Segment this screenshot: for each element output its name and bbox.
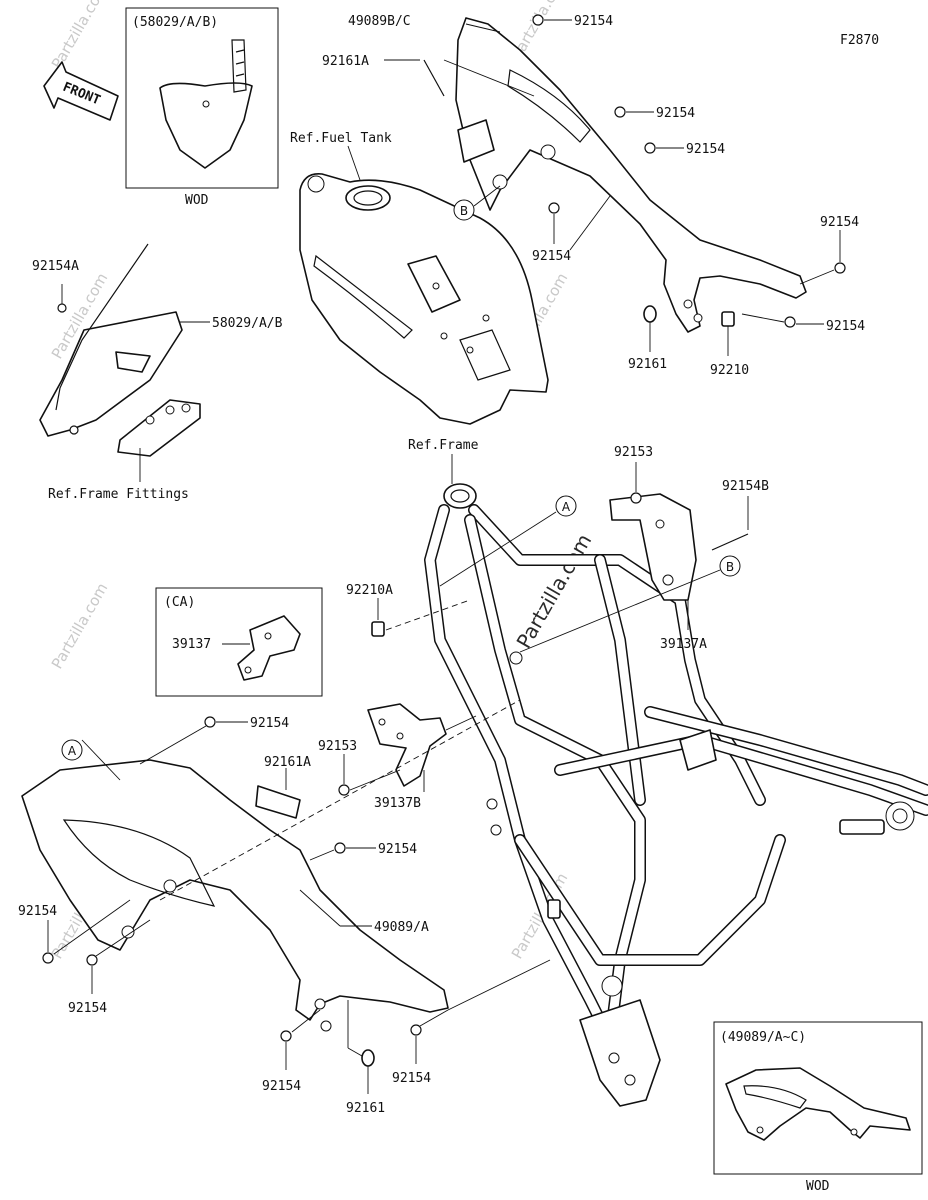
part-label-92153-top[interactable]: 92153 [614,445,653,460]
part-label-92154-top[interactable]: 92154 [574,14,613,29]
part-label-92153-mid[interactable]: 92153 [318,739,357,754]
cover-box: (49089/A~C) WOD [713,1021,923,1194]
motorcycle-frame: Ref.Frame [408,438,928,1107]
part-label-92161-top[interactable]: 92161 [628,357,667,372]
part-label-92154-bl2[interactable]: 92154 [68,1001,107,1016]
front-arrow-icon: FRONT [43,61,119,121]
side-cover-lower: 92161A 92154 A 92154 49089/A 92154 92154… [18,699,551,1116]
ca-box-title: (CA) [164,595,195,610]
ref-frame-label[interactable]: Ref.Frame [408,438,479,453]
part-label-92161A-mid[interactable]: 92161A [264,755,311,770]
watermark-text: Partzilla.com [48,0,112,72]
callout-a-frame: A [562,500,571,514]
part-label-92154-mid[interactable]: 92154 [532,249,571,264]
number-plate-box-title: (58029/A/B) [132,15,218,30]
diagram-code: F2870 [840,33,879,48]
part-label-92154-r1[interactable]: 92154 [656,106,695,121]
watermark-text-large: Partzilla.com [512,530,597,653]
side-cover-variant-icon [725,1067,911,1141]
bolt-92154a-icon [57,303,67,313]
frame-fittings-bracket [117,399,201,457]
part-label-92154-cov[interactable]: 92154 [378,842,417,857]
part-label-49089A[interactable]: 49089/A [374,920,429,935]
part-label-92154-bl1[interactable]: 92154 [18,904,57,919]
part-label-92210A[interactable]: 92210A [346,583,393,598]
number-plate-icon [159,82,253,169]
callout-a-cover: A [68,744,77,758]
clip-92210A: 92210A [346,583,471,637]
side-cover-upper: 92154 49089B/C 92161A 92154 92154 92154 … [322,14,865,378]
callout-b-frame: B [726,560,734,574]
fuel-cap-icon [345,185,391,211]
part-label-39137B[interactable]: 39137B [374,796,421,811]
ref-fuel-tank-label[interactable]: Ref.Fuel Tank [290,131,392,146]
part-label-92154-b1[interactable]: 92154 [262,1079,301,1094]
part-label-92161-bot[interactable]: 92161 [346,1101,385,1116]
ca-box-frame [155,587,323,697]
part-label-92154-far[interactable]: 92154 [820,215,859,230]
part-label-92161A-top[interactable]: 92161A [322,54,369,69]
cover-box-title: (49089/A~C) [720,1030,806,1045]
part-label-39137A[interactable]: 39137A [660,637,707,652]
part-label-92210[interactable]: 92210 [710,363,749,378]
ref-frame-fittings-label[interactable]: Ref.Frame Fittings [48,487,189,502]
side-cover-lower-shape [21,759,449,1021]
number-plate-assembly: 92154A 58029/A/B Ref.Frame Fittings [32,243,283,502]
cover-box-frame [713,1021,923,1175]
part-label-92154-r2[interactable]: 92154 [686,142,725,157]
part-label-58029AB[interactable]: 58029/A/B [212,316,283,331]
number-plate-box-footer: WOD [185,193,209,208]
bracket-39137-icon [237,615,301,681]
part-label-92154A[interactable]: 92154A [32,259,79,274]
bracket-39137B: 92153 39137B [318,703,477,811]
cover-box-footer: WOD [806,1179,830,1194]
number-plate-box-frame [125,7,279,189]
part-label-92154-b2[interactable]: 92154 [392,1071,431,1086]
number-plate-box: (58029/A/B) WOD [125,7,279,208]
frame-bracket-39137A: 92153 92154B B 39137A A [439,445,769,653]
fuel-tank: Ref.Fuel Tank [290,131,549,425]
callout-b-upper: B [460,204,468,218]
fuel-tank-shape [299,173,549,425]
number-plate-shape [39,311,183,437]
part-label-39137[interactable]: 39137 [172,637,211,652]
part-label-92154-far2[interactable]: 92154 [826,319,865,334]
part-label-92154-left1[interactable]: 92154 [250,716,289,731]
ca-box: (CA) 39137 [155,587,323,697]
side-cover-upper-shape [455,17,807,333]
part-label-49089BC[interactable]: 49089B/C [348,14,411,29]
watermark-text: Partzilla.com [48,580,112,672]
part-label-92154B[interactable]: 92154B [722,479,769,494]
